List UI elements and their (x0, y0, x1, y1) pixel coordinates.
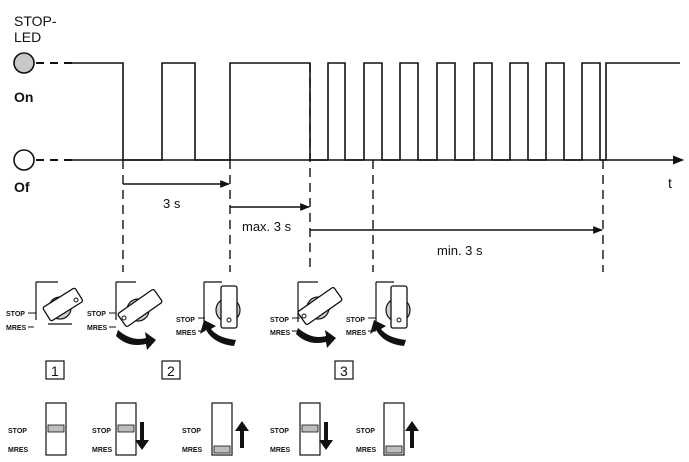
switch-1-label-stop: STOP (6, 311, 25, 318)
slider-2-label-stop: STOP (92, 428, 111, 435)
rotate-down-arrow-icon (116, 330, 156, 350)
switch-2-label-mres: MRES (87, 325, 108, 332)
switch-4-label-mres: MRES (270, 330, 291, 337)
slider-3-label-stop: STOP (182, 428, 201, 435)
led-waveform (72, 62, 680, 161)
rotate-down-arrow-icon (296, 328, 336, 348)
led-on-icon (13, 52, 35, 74)
slider-5-label-mres: MRES (356, 447, 377, 454)
slider-1-label-stop: STOP (8, 428, 27, 435)
switch-2-label-stop: STOP (87, 311, 106, 318)
rotate-up-arrow-icon (370, 320, 406, 346)
slider-switch-5: STOP MRES (356, 402, 419, 456)
step-1-label: 1 (51, 363, 59, 379)
key-switch-1: STOP MRES (6, 281, 84, 332)
slider-1-label-mres: MRES (8, 447, 29, 454)
arrow-down-icon (135, 422, 149, 450)
slider-4-label-stop: STOP (270, 428, 289, 435)
slider-4-label-mres: MRES (270, 447, 291, 454)
step-2-label: 2 (167, 363, 175, 379)
key-switch-3: STOP MRES (176, 281, 241, 346)
slider-2-label-mres: MRES (92, 447, 113, 454)
led-title-line1: STOP- (14, 13, 57, 29)
interval-3-label: min. 3 s (437, 243, 483, 258)
switch-5-label-stop: STOP (346, 317, 365, 324)
switch-3-label-mres: MRES (176, 330, 197, 337)
slider-3-label-mres: MRES (182, 447, 203, 454)
rotate-up-arrow-icon (200, 320, 236, 346)
arrow-down-icon (319, 422, 333, 450)
switch-3-label-stop: STOP (176, 317, 195, 324)
step-3-box (334, 360, 354, 380)
arrow-up-icon (405, 421, 419, 448)
key-switch-5: STOP MRES (346, 281, 411, 346)
led-off-icon (13, 149, 35, 171)
switch-4-label-stop: STOP (270, 317, 289, 324)
interval-2-label: max. 3 s (242, 219, 292, 234)
step-2-box (161, 360, 181, 380)
slider-switch-4: STOP MRES (270, 402, 333, 456)
led-title-line2: LED (14, 29, 41, 45)
slider-5-label-stop: STOP (356, 428, 375, 435)
slider-switch-3: STOP MRES (182, 402, 249, 456)
step-3-label: 3 (340, 363, 348, 379)
time-axis-label: t (668, 175, 672, 191)
arrow-up-icon (235, 421, 249, 448)
state-off-label: Of (14, 179, 30, 195)
slider-switch-1: STOP MRES (8, 402, 67, 456)
key-switch-2: STOP MRES (87, 281, 163, 350)
state-on-label: On (14, 89, 33, 105)
switch-1-label-mres: MRES (6, 325, 27, 332)
interval-1-label: 3 s (163, 196, 181, 211)
key-switch-4: STOP MRES (270, 281, 343, 348)
switch-5-label-mres: MRES (346, 330, 367, 337)
slider-switch-2: STOP MRES (92, 402, 149, 456)
step-1-box (45, 360, 65, 380)
